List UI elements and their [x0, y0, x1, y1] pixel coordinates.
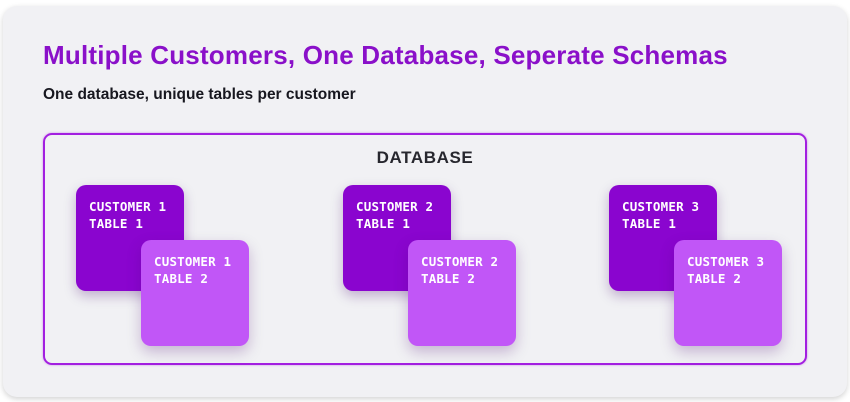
- database-container: DATABASE CUSTOMER 1 TABLE 1 CUSTOMER 1 T…: [43, 133, 807, 365]
- card-customer-line: CUSTOMER 3: [622, 199, 700, 214]
- card-table-line: TABLE 2: [154, 271, 209, 286]
- card-table-line: TABLE 1: [622, 216, 677, 231]
- page-title: Multiple Customers, One Database, Sepera…: [43, 40, 728, 70]
- card-customer-line: CUSTOMER 1: [154, 254, 232, 269]
- customer-3-schema-group: CUSTOMER 3 TABLE 1 CUSTOMER 3 TABLE 2: [609, 185, 783, 347]
- database-label: DATABASE: [376, 148, 474, 167]
- customer-1-table-2-card: CUSTOMER 1 TABLE 2: [141, 240, 249, 346]
- card-customer-line: CUSTOMER 1: [89, 199, 167, 214]
- customer-2-schema-group: CUSTOMER 2 TABLE 1 CUSTOMER 2 TABLE 2: [343, 185, 517, 347]
- card-customer-line: CUSTOMER 2: [421, 254, 499, 269]
- card-customer-line: CUSTOMER 3: [687, 254, 765, 269]
- page-subtitle: One database, unique tables per customer: [43, 86, 356, 103]
- card-table-line: TABLE 1: [356, 216, 411, 231]
- page-background: Multiple Customers, One Database, Sepera…: [3, 6, 847, 397]
- card-customer-line: CUSTOMER 2: [356, 199, 434, 214]
- customer-3-table-2-card: CUSTOMER 3 TABLE 2: [674, 240, 782, 346]
- card-table-line: TABLE 1: [89, 216, 144, 231]
- customer-2-table-2-card: CUSTOMER 2 TABLE 2: [408, 240, 516, 346]
- customer-1-schema-group: CUSTOMER 1 TABLE 1 CUSTOMER 1 TABLE 2: [76, 185, 250, 347]
- card-table-line: TABLE 2: [687, 271, 742, 286]
- customer-1-table-1-card: CUSTOMER 1 TABLE 1: [76, 185, 184, 291]
- card-table-line: TABLE 2: [421, 271, 476, 286]
